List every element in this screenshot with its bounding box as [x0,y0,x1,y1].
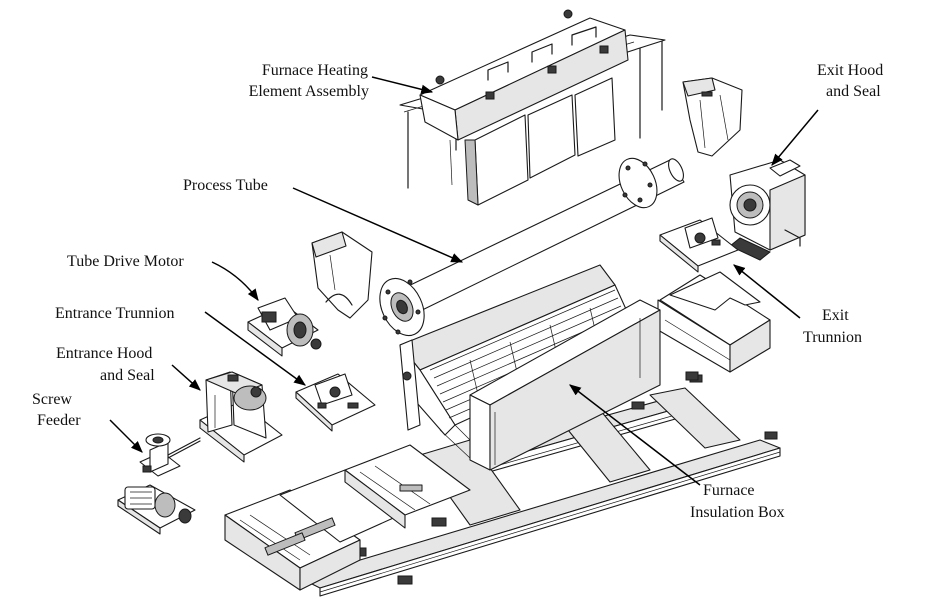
label-screw-feeder-line1: Screw [32,391,72,408]
label-insulation-box-line1: Furnace [703,482,755,499]
mid-platform [344,444,471,529]
arrow-tube-drive-motor [211,261,259,301]
heating-element-assembly [399,9,666,206]
arrow-exit-hood [771,109,819,166]
label-tube-drive-motor: Tube Drive Motor [67,253,184,270]
exit-platform [657,271,771,381]
label-process-tube: Process Tube [183,177,268,194]
label-entrance-hood-line1: Entrance Hood [56,345,152,362]
label-screw-feeder-line2: Feeder [37,412,81,429]
label-exit-hood-line2: and Seal [826,83,881,100]
label-exit-trunnion-line1: Exit [822,307,849,324]
entrance-hood-and-seal [199,371,283,463]
label-entrance-hood-line2: and Seal [100,367,155,384]
exit-hood-plate [682,77,743,157]
arrow-heating-element [371,76,434,95]
screw-feeder [139,433,201,477]
exit-hood-and-seal [729,159,806,261]
label-entrance-trunnion: Entrance Trunnion [55,305,175,322]
arrow-entrance-trunnion [204,311,306,386]
arrow-entrance-hood [171,364,201,391]
label-heating-element-line1: Furnace Heating [262,62,368,79]
screw-feeder-motor [117,484,196,535]
base-frame [229,374,781,597]
callout-labels: Furnace Heating Element Assembly Exit Ho… [32,62,883,521]
arrow-insulation-box [569,384,701,486]
arrow-exit-trunnion [733,264,801,319]
process-tube [379,157,685,337]
entrance-hood-plate [311,231,373,319]
label-exit-hood-line1: Exit Hood [817,62,883,79]
exit-trunnion [659,217,739,273]
arrow-process-tube [292,187,464,263]
arrow-screw-feeder [109,419,143,453]
label-heating-element-line2: Element Assembly [249,83,369,100]
tube-drive-motor [247,297,322,357]
label-exit-trunnion-line2: Trunnion [803,329,862,346]
entrance-platform [224,469,401,591]
entrance-trunnion [295,373,376,432]
leader-arrows [109,76,819,486]
label-insulation-box-line2: Insulation Box [690,504,785,521]
